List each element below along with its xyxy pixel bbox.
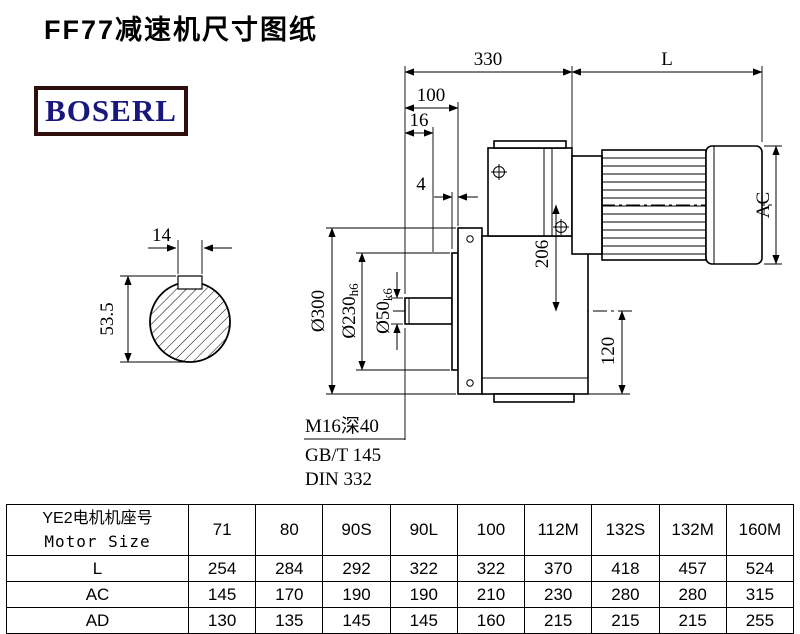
dim-100: 100 <box>417 85 446 106</box>
dim-330: 330 <box>474 49 503 70</box>
dim-key-height: 53.5 <box>97 302 118 335</box>
cell: 190 <box>389 581 458 608</box>
row-label-AC: AC <box>6 581 189 608</box>
table-row-AC: AC 145 170 190 190 210 230 280 280 315 <box>6 581 795 608</box>
technical-drawing: 14 53.5 <box>97 49 782 490</box>
dim-L: L <box>661 49 673 70</box>
dim-dia50-tol: k6 <box>380 288 395 302</box>
dim-dia50k6: Ø50k6 <box>373 288 395 334</box>
mounting-flange <box>457 227 483 395</box>
motor-size-header: YE2电机机座号 Motor Size <box>6 504 189 556</box>
dim-AC: AC <box>753 192 774 218</box>
col-header-132s: 132S <box>591 504 660 556</box>
cell: 215 <box>524 607 593 634</box>
motor-size-label-cn: YE2电机机座号 <box>42 510 153 527</box>
table-row-L: L 254 284 292 322 322 370 418 457 524 <box>6 555 795 582</box>
cell: 280 <box>658 581 727 608</box>
brand-logo: BOSERL <box>34 86 188 136</box>
flange-bolt-hole <box>466 235 474 243</box>
table-row-AD: AD 130 135 145 145 160 215 215 215 255 <box>6 607 795 634</box>
cell: 322 <box>456 555 526 582</box>
col-header-132m: 132M <box>658 504 727 556</box>
dim-dia230-tol: h6 <box>346 283 361 297</box>
col-header-80: 80 <box>255 504 324 556</box>
cell: 145 <box>187 581 257 608</box>
note-standard-gb: GB/T 145 <box>305 445 381 466</box>
flange-spigot <box>451 252 459 371</box>
cell: 145 <box>322 607 391 634</box>
cell: 170 <box>255 581 324 608</box>
col-header-90l: 90L <box>389 504 458 556</box>
cell: 230 <box>524 581 593 608</box>
dim-16: 16 <box>410 110 429 131</box>
dim-dia50-main: Ø50 <box>373 301 394 334</box>
dim-dia300: Ø300 <box>308 290 329 332</box>
row-label-AD: AD <box>6 607 189 634</box>
cell: 190 <box>322 581 391 608</box>
motor-size-label-en: Motor Size <box>44 532 151 551</box>
cell: 457 <box>658 555 727 582</box>
col-header-160m: 160M <box>725 504 795 556</box>
table-header-row: YE2电机机座号 Motor Size 71 80 90S 90L 100 11… <box>6 504 795 556</box>
motor-body <box>601 149 707 261</box>
dim-dia230h6: Ø230h6 <box>339 283 361 339</box>
col-header-71: 71 <box>187 504 257 556</box>
keyway-slot <box>177 275 203 290</box>
dim-4: 4 <box>416 174 426 195</box>
cell: 370 <box>524 555 593 582</box>
gearbox-upper-block <box>487 147 573 237</box>
notes: M16深40 GB/T 145 DIN 332 <box>304 415 405 490</box>
main-view <box>393 140 772 403</box>
cell: 160 <box>456 607 526 634</box>
cell: 418 <box>591 555 660 582</box>
shaft-section-detail: 14 53.5 <box>97 225 232 363</box>
datum-target-icon <box>491 164 507 180</box>
cell: 280 <box>591 581 660 608</box>
note-standard-din: DIN 332 <box>305 469 372 490</box>
dim-120: 120 <box>598 337 619 366</box>
row-label-L: L <box>6 555 189 582</box>
output-shaft <box>404 297 453 325</box>
cell: 254 <box>187 555 257 582</box>
dim-dia230-main: Ø230 <box>339 296 360 338</box>
col-header-112m: 112M <box>524 504 593 556</box>
cell: 524 <box>725 555 795 582</box>
page-title: FF77减速机尺寸图纸 <box>44 15 319 45</box>
dim-206: 206 <box>532 240 553 269</box>
note-tap-hole: M16深40 <box>305 415 379 437</box>
col-header-100: 100 <box>456 504 526 556</box>
cell: 255 <box>725 607 795 634</box>
cell: 322 <box>389 555 458 582</box>
cell: 315 <box>725 581 795 608</box>
motor-adapter-flange <box>571 155 603 255</box>
dimension-table: YE2电机机座号 Motor Size 71 80 90S 90L 100 11… <box>6 504 795 634</box>
col-header-90s: 90S <box>322 504 391 556</box>
motor-fan-cowl <box>705 145 763 265</box>
cell: 210 <box>456 581 526 608</box>
dimensions: 330 L 100 16 4 Ø300 Ø230h6 Ø50k6 206 120 <box>308 49 782 440</box>
cell: 215 <box>658 607 727 634</box>
cell: 145 <box>389 607 458 634</box>
cell: 130 <box>187 607 257 634</box>
cell: 284 <box>255 555 324 582</box>
housing-foot <box>493 393 575 403</box>
cell: 135 <box>255 607 324 634</box>
cell: 215 <box>591 607 660 634</box>
cell: 292 <box>322 555 391 582</box>
flange-bolt-hole <box>466 379 474 387</box>
gearbox-top-cap <box>493 140 567 149</box>
dim-key-width: 14 <box>152 225 172 246</box>
shaft-section-circle <box>149 281 231 363</box>
